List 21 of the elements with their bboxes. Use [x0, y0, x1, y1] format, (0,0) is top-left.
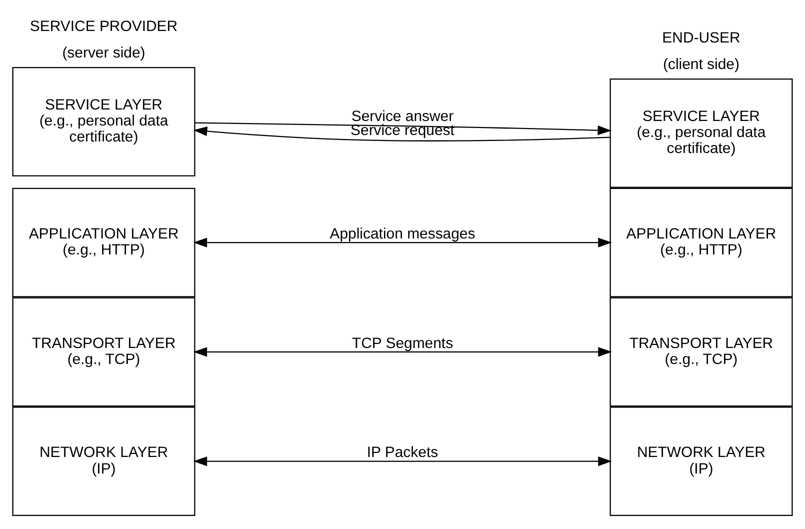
edge-label: IP Packets [366, 444, 438, 461]
label: SERVICE PROVIDER [30, 18, 178, 35]
edge-label: TCP Segments [352, 334, 454, 352]
node-box: TRANSPORT LAYER (e.g., TCP) [610, 296, 793, 406]
node-box: NETWORK LAYER (IP) [610, 406, 793, 516]
node-box: TRANSPORT LAYER (e.g., TCP) [12, 296, 196, 406]
node-box: APPLICATION LAYER (e.g., HTTP) [12, 187, 196, 297]
arrow [193, 456, 612, 466]
edge-label: Service answer [351, 107, 454, 124]
label: (server side) [62, 44, 146, 62]
node-box: NETWORK LAYER (IP) [12, 406, 196, 516]
node-box: SERVICE LAYER (e.g., personal data certificate) [610, 78, 793, 188]
arrow [193, 237, 612, 247]
label: END-USER [662, 29, 740, 46]
arrow [194, 122, 612, 135]
node-box: APPLICATION LAYER (e.g., HTTP) [610, 187, 793, 297]
arrow [193, 346, 612, 356]
arrow [193, 126, 610, 141]
node-box: SERVICE LAYER (e.g., personal data certificate) [12, 66, 196, 176]
edge-label: Application messages [330, 224, 476, 242]
label: (client side) [663, 56, 740, 73]
